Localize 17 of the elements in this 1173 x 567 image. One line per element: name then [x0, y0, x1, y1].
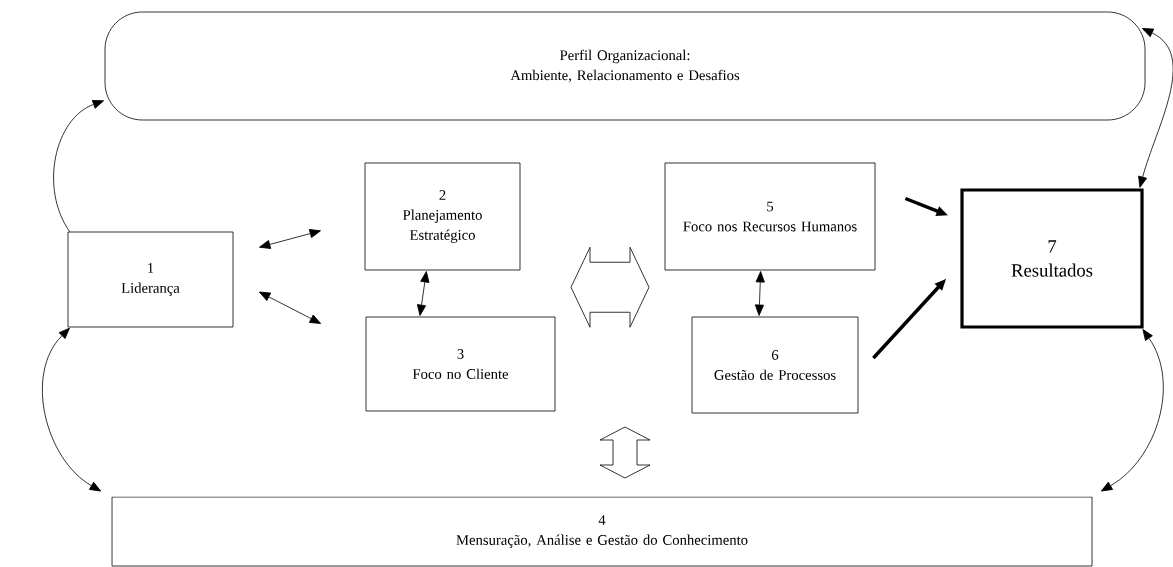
arrow: [1100, 329, 1164, 492]
arrow: [416, 271, 430, 316]
profile-banner: Perfil Organizacional: Ambiente, Relacionamento e Desafios: [104, 11, 1146, 121]
arrow: [259, 229, 321, 249]
process-box: 5 Foco nos Recursos Humanos: [664, 162, 876, 271]
arrow: [1138, 28, 1173, 188]
arrow: [259, 291, 322, 324]
arrow: [754, 271, 765, 316]
process-box: 3 Foco no Cliente: [365, 316, 556, 412]
arrow: [53, 100, 104, 232]
arrow: [42, 327, 102, 492]
process-box: 2 Planejamento Estratégico: [364, 162, 521, 271]
double-arrow: [570, 246, 650, 328]
process-box: 1 Liderança: [67, 231, 234, 328]
process-box: 4 Mensuração, Análise e Gestão do Conhecimento: [111, 496, 1093, 567]
results-box: 7 Resultados: [960, 188, 1144, 329]
process-box: 6 Gestão de Processos: [691, 316, 859, 414]
